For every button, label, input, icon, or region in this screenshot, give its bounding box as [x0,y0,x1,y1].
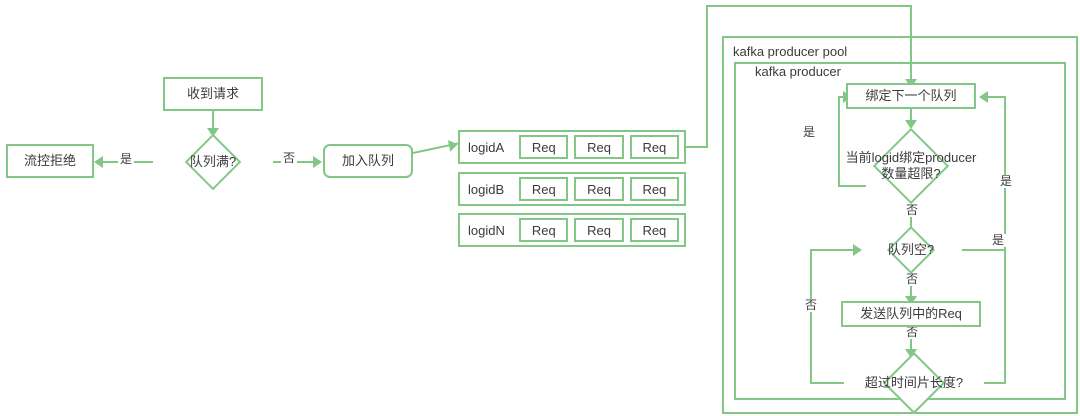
node-bind-next-queue[interactable]: 绑定下一个队列 [846,83,976,109]
edge-queues-across-top [706,5,912,7]
edge-label-full-no: 否 [281,151,298,166]
edge-empty-yes [962,249,1006,251]
queue-empty-diamond-shape [886,225,936,275]
node-enqueue[interactable]: 加入队列 [323,144,413,178]
edge-label-full-yes: 是 [118,152,135,167]
node-timeslice[interactable]: 超过时间片长度? [840,351,988,415]
edge-label-empty-yes: 是 [990,233,1007,248]
edge-queues-up [706,5,708,148]
req-cell[interactable]: Req [629,177,680,201]
edge-limit-yes-out [838,185,866,187]
kafka-producer-pool-box [722,36,1078,414]
node-queue-empty[interactable]: 队列空? [855,225,967,275]
edge-limit-yes-up [838,96,840,187]
node-logid-limit[interactable]: 当前logid绑定producer数量超限? [838,127,984,205]
edge-limit-no [910,204,912,238]
queue-name-logidB: logidB [468,181,505,197]
req-cell[interactable]: Req [629,135,680,159]
edge-timeslice-no-up [810,249,812,384]
req-cell[interactable]: Req [519,135,569,159]
arrowhead-empty-no [905,296,917,305]
edge-label-empty-no: 否 [904,272,921,287]
req-cell[interactable]: Req [574,177,624,201]
edge-return-into-bind [988,96,1006,98]
logid-limit-diamond-shape [872,127,950,205]
node-queue-full[interactable]: 队列满? [148,133,278,191]
edge-label-timeslice-no: 否 [803,298,820,313]
edge-queues-down-to-bind [910,5,912,81]
edge-label-timeslice-yes: 是 [998,174,1015,189]
edge-bind-to-limit [910,109,912,122]
req-cell[interactable]: Req [519,177,569,201]
node-receive-request[interactable]: 收到请求 [163,77,263,111]
edge-label-limit-yes: 是 [801,125,818,140]
edge-receive-to-queuefull [212,111,214,130]
edge-timeslice-yes-out [984,382,1006,384]
queue-row-logidN[interactable]: logidN Req Req Req [458,213,686,247]
queue-row-logidA[interactable]: logidA Req Req Req [458,130,686,164]
queue-row-logidB[interactable]: logidB Req Req Req [458,172,686,206]
kafka-producer-pool-label: kafka producer pool [730,44,851,59]
edge-queues-out-right [686,146,708,148]
arrowhead-timeslice-no [853,244,862,256]
edge-label-limit-no: 否 [904,203,921,218]
node-send-req[interactable]: 发送队列中的Req [841,301,981,327]
req-cell[interactable]: Req [519,218,569,242]
queue-name-logidA: logidA [468,139,505,155]
queue-full-diamond-shape [184,133,242,191]
req-cell[interactable]: Req [574,218,624,242]
kafka-producer-label: kafka producer [752,64,844,79]
edge-timeslice-no-out [810,382,844,384]
node-flow-reject[interactable]: 流控拒绝 [6,144,94,178]
timeslice-diamond-shape [882,351,946,415]
arrowhead-receive-to-queuefull [207,128,219,137]
queue-name-logidN: logidN [468,222,505,238]
arrowhead-queuefull-no [313,156,322,168]
edge-timeslice-no-in [810,249,858,251]
req-cell[interactable]: Req [574,135,624,159]
arrowhead-bind-to-limit [905,120,917,129]
arrowhead-queuefull-yes [94,156,103,168]
arrowhead-return-into-bind [979,91,988,103]
req-cell[interactable]: Req [629,218,680,242]
edge-label-send-no: 否 [904,325,921,340]
